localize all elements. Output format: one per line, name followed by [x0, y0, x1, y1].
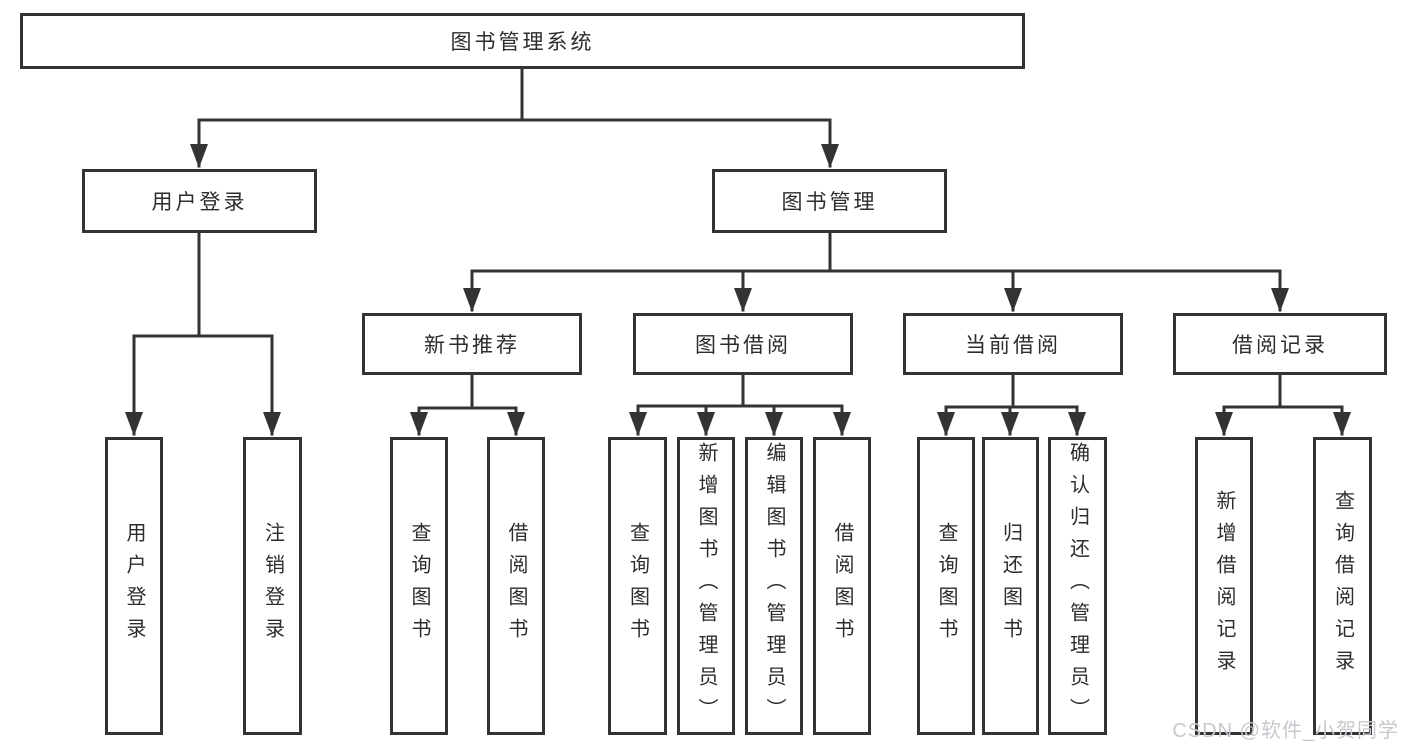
- leaf-add-books-admin: 新增图书（管理员）: [677, 437, 735, 735]
- watermark: CSDN @软件_小贺同学: [1172, 720, 1399, 742]
- leaf-label: 新增图书（管理员）: [695, 442, 717, 730]
- node-book-management: 图书管理: [712, 169, 947, 233]
- node-label: 借阅记录: [1232, 334, 1328, 357]
- node-label: 当前借阅: [965, 334, 1061, 357]
- leaf-query-books-current: 查询图书: [917, 437, 975, 735]
- leaf-label: 归还图书: [999, 522, 1022, 650]
- node-borrowing-records: 借阅记录: [1173, 313, 1387, 375]
- leaf-user-login: 用户登录: [105, 437, 163, 735]
- leaf-label: 查询图书: [626, 522, 649, 650]
- node-label: 用户登录: [151, 191, 248, 214]
- leaf-logout: 注销登录: [243, 437, 302, 735]
- node-label: 图书管理: [781, 191, 878, 214]
- leaf-label: 查询图书: [408, 522, 430, 650]
- leaf-confirm-return-admin: 确认归还（管理员）: [1048, 437, 1107, 735]
- leaf-edit-books-admin: 编辑图书（管理员）: [745, 437, 803, 735]
- leaf-borrow-books: 借阅图书: [813, 437, 871, 735]
- leaf-label: 借阅图书: [505, 522, 527, 650]
- leaf-label: 查询借阅记录: [1331, 490, 1354, 682]
- leaf-add-borrow-record: 新增借阅记录: [1195, 437, 1253, 735]
- leaf-label: 新增借阅记录: [1213, 490, 1235, 682]
- leaf-label: 编辑图书（管理员）: [763, 442, 785, 730]
- node-label: 图书借阅: [695, 334, 791, 357]
- leaf-query-books-borrow: 查询图书: [608, 437, 667, 735]
- leaf-label: 确认归还（管理员）: [1066, 442, 1089, 730]
- leaf-label: 查询图书: [935, 522, 957, 650]
- leaf-label: 借阅图书: [831, 522, 853, 650]
- leaf-label: 用户登录: [123, 522, 145, 650]
- leaf-return-books: 归还图书: [982, 437, 1039, 735]
- node-label: 新书推荐: [424, 334, 520, 357]
- node-current-borrowing: 当前借阅: [903, 313, 1123, 375]
- node-book-borrowing: 图书借阅: [633, 313, 853, 375]
- node-user-login: 用户登录: [82, 169, 317, 233]
- node-library-management-system: 图书管理系统: [20, 13, 1025, 69]
- leaf-query-books-recommend: 查询图书: [390, 437, 448, 735]
- node-label: 图书管理系统: [450, 31, 595, 54]
- leaf-borrow-books-recommend: 借阅图书: [487, 437, 545, 735]
- leaf-label: 注销登录: [261, 522, 284, 650]
- node-new-book-recommendation: 新书推荐: [362, 313, 582, 375]
- leaf-query-borrow-record: 查询借阅记录: [1313, 437, 1372, 735]
